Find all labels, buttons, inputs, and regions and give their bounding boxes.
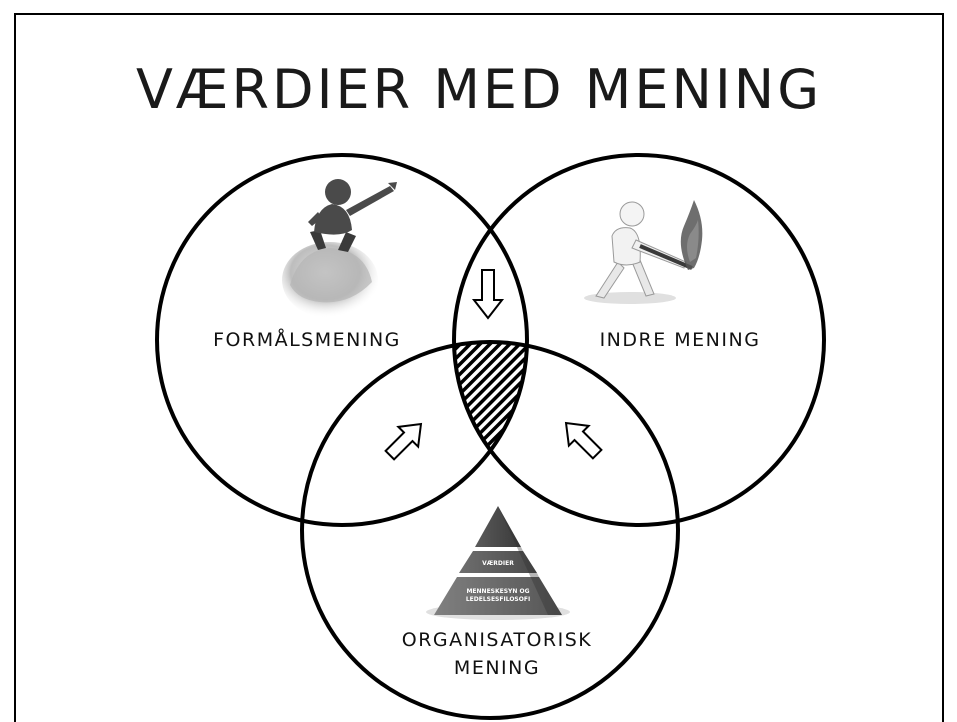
slide-border-top	[14, 13, 944, 15]
arrow-up-right-icon	[384, 422, 423, 461]
label-organisatorisk-line2: MENING	[454, 657, 540, 679]
slide-border-right	[942, 13, 944, 722]
pyramid-image: VÆRDIER MENNESKESYN OG LEDELSESFILOSOFI	[426, 506, 570, 620]
pointing-figure-on-rock-image	[282, 179, 397, 318]
arrow-up-left-icon	[564, 421, 603, 460]
label-formaalsmening: FORMÅLSMENING	[213, 328, 401, 351]
circle-indre-mening	[452, 153, 826, 527]
pyramid-label-bottom-line1: MENNESKESYN OG	[466, 588, 529, 595]
pyramid-label-bottom-line2: LEDELSESFILOSOFI	[466, 596, 530, 603]
torch-figure-image	[584, 200, 703, 304]
label-organisatorisk-line1: ORGANISATORISK	[402, 629, 593, 651]
arrow-down-icon	[471, 269, 505, 320]
circle-organisatorisk-mening	[300, 340, 680, 720]
pyramid-label-top: VÆRDIER	[482, 560, 514, 567]
label-indre-mening: INDRE MENING	[600, 329, 761, 351]
slide-title: VÆRDIER MED MENING	[135, 58, 823, 121]
slide-border-left	[14, 13, 16, 722]
circle-formaalsmening	[155, 153, 529, 527]
